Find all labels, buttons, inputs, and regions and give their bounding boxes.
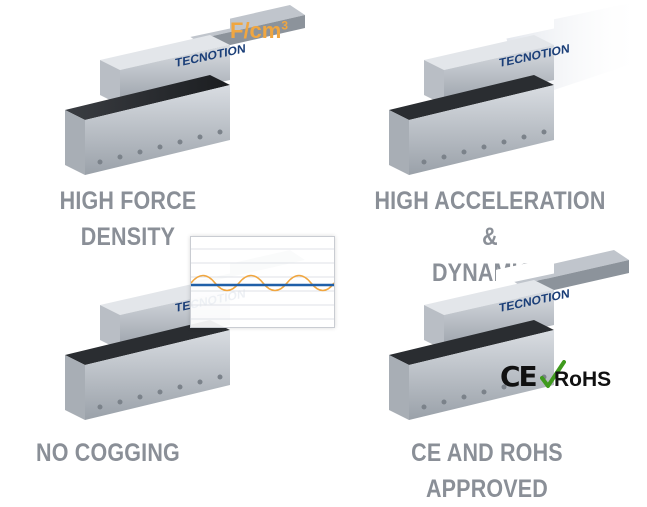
feature-caption: NO COGGING [15, 435, 201, 471]
feature-caption: CE AND ROHS APPROVED [362, 435, 611, 507]
feature-caption-line: HIGH FORCE DENSITY [59, 187, 197, 251]
cogging-wave-line [190, 274, 335, 292]
cogging-graph [190, 236, 335, 328]
feature-high-acceleration: TECNOTION HIGH ACCELERATION & DYNAMICS [324, 0, 647, 287]
feature-caption: HIGH FORCE DENSITY [18, 183, 238, 255]
feature-caption-line: CE AND ROHS APPROVED [411, 439, 563, 503]
check-icon [540, 360, 566, 388]
linear-motor-image: TECNOTION [389, 250, 629, 420]
feature-caption-line: NO COGGING [36, 439, 180, 467]
force-density-badge: F/cm3 [230, 18, 288, 44]
rohs-mark: RoHS [554, 368, 612, 391]
ce-mark: CE [500, 360, 538, 393]
linear-motor-image: TECNOTION [389, 0, 644, 175]
feature-ce-rohs: TECNOTION CE AND ROHS APPROVED [324, 245, 647, 503]
linear-motor-image: TECNOTION [65, 5, 305, 175]
feature-high-force-density: TECNOTION F/cm3 HIGH FORCE DENSITY [0, 0, 323, 251]
feature-caption-line: HIGH ACCELERATION & [374, 187, 606, 251]
force-density-badge-text: F/cm [230, 18, 282, 43]
force-density-badge-superscript: 3 [281, 18, 289, 33]
